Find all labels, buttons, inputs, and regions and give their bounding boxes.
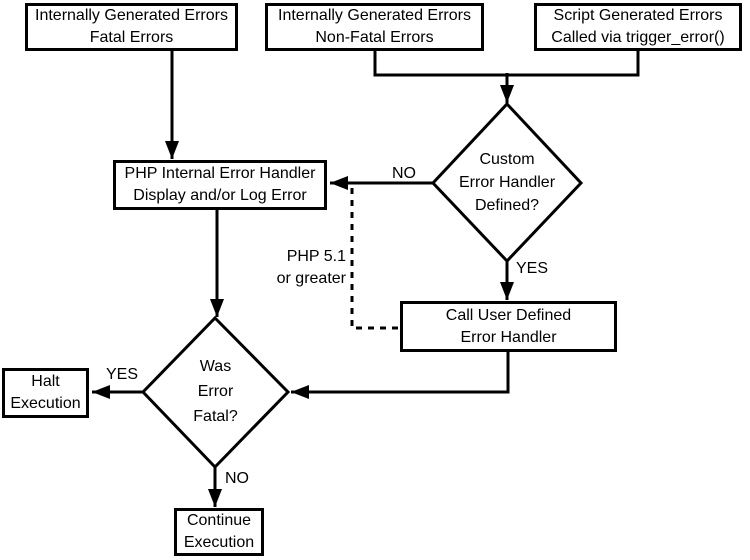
node-call-user-defined-error-handler: Call User Defined Error Handler [400, 301, 617, 352]
node-script-generated-errors: Script Generated Errors Called via trigg… [534, 3, 742, 51]
node-text-line: Internally Generated Errors [35, 7, 228, 24]
edge-label-fatal-no: NO [225, 470, 249, 487]
node-continue-execution: Continue Execution [174, 508, 264, 556]
node-text-line: Execution [10, 395, 81, 412]
edge-label-line: PHP 5.1 [286, 248, 346, 265]
custom-handler-decision-diamond [430, 101, 584, 264]
node-text-line: Internally Generated Errors [278, 7, 471, 24]
node-internally-generated-fatal-errors: Internally Generated Errors Fatal Errors [25, 3, 238, 51]
edge-php51-dashed-note [350, 188, 399, 330]
node-text-line: PHP Internal Error Handler [124, 165, 316, 182]
node-php-internal-error-handler: PHP Internal Error Handler Display and/o… [113, 160, 327, 210]
node-text-line: Non-Fatal Errors [315, 29, 434, 46]
edge-label-custom-handler-no: NO [392, 165, 416, 182]
node-text-line: Halt [31, 373, 60, 390]
node-text-line: Call User Defined [445, 306, 572, 324]
node-halt-execution: Halt Execution [2, 368, 89, 418]
node-text-line: Display and/or Log Error [133, 187, 307, 204]
was-error-fatal-decision-diamond [140, 315, 291, 470]
edge-user-handler-to-fatal-decision [291, 352, 510, 399]
edge-label-php-version-note: PHP 5.1 or greater [244, 246, 346, 290]
edge-label-line: or greater [276, 270, 346, 287]
node-text-line: Continue [186, 512, 252, 529]
edge-label-custom-handler-yes: YES [516, 260, 549, 277]
edge-sources-merge [373, 51, 640, 77]
edge-label-fatal-yes: YES [105, 366, 138, 383]
node-internally-generated-nonfatal-errors: Internally Generated Errors Non-Fatal Er… [265, 3, 484, 51]
node-text-line: Script Generated Errors [553, 7, 723, 24]
node-text-line: Called via trigger_error() [551, 29, 725, 46]
node-text-line: Fatal Errors [89, 29, 174, 46]
node-text-line: Execution [183, 534, 255, 551]
node-text-line: Error Handler [460, 328, 557, 346]
